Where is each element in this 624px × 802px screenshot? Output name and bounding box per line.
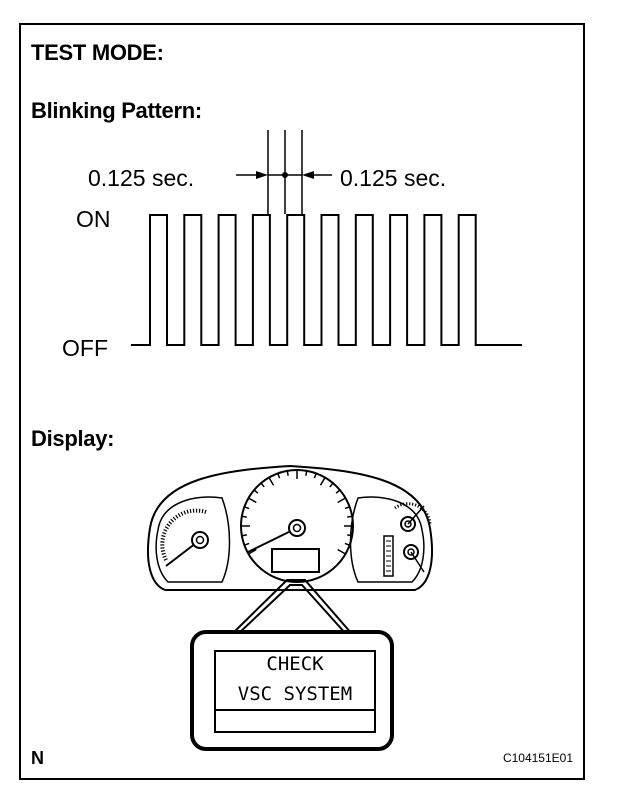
speedometer-tick xyxy=(335,489,341,494)
left-gauge xyxy=(160,508,209,567)
timing-dimension xyxy=(236,130,332,214)
speedometer-tick xyxy=(268,477,275,486)
display-heading: Display: xyxy=(31,426,115,451)
speedometer-tick xyxy=(241,515,247,518)
speedometer-tick xyxy=(347,534,353,537)
timing-left-label: 0.125 sec. xyxy=(88,165,194,191)
right-arrow-icon xyxy=(302,171,314,179)
speedometer-tick xyxy=(244,506,250,510)
speedometer-tick xyxy=(277,473,281,479)
callout-leader xyxy=(231,579,353,635)
figure-frame xyxy=(19,23,585,780)
speedometer-tick xyxy=(344,542,350,546)
speedometer-tick xyxy=(244,542,250,546)
display-line-check: CHECK xyxy=(266,653,324,675)
speedometer-tick xyxy=(305,470,308,476)
off-label: OFF xyxy=(62,335,108,361)
speedometer-tick xyxy=(253,489,259,494)
timing-center-dot xyxy=(282,172,288,178)
corner-label: N xyxy=(31,748,44,768)
timing-right-label: 0.125 sec. xyxy=(340,165,446,191)
figure-code: C104151E01 xyxy=(503,751,573,765)
speedometer-tick xyxy=(337,548,346,555)
callout-screen xyxy=(214,650,376,733)
speedometer-tick xyxy=(344,506,350,510)
blinking-pattern-heading: Blinking Pattern: xyxy=(31,98,202,123)
speedometer-tick xyxy=(286,470,289,476)
left-arrow-icon xyxy=(256,171,268,179)
multi-info-display xyxy=(271,548,320,573)
speedometer-tick xyxy=(329,482,334,488)
right-gauges xyxy=(383,502,432,577)
test-mode-heading: TEST MODE: xyxy=(31,40,164,65)
instrument-cluster xyxy=(146,464,434,591)
speedometer-tick xyxy=(347,515,353,518)
speedometer xyxy=(240,469,354,583)
speedometer-tick xyxy=(313,473,317,479)
speedometer-tick xyxy=(248,497,257,504)
on-label: ON xyxy=(76,206,111,232)
speedometer-tick xyxy=(241,534,247,537)
speedometer-tick xyxy=(337,497,346,504)
speedometer-tick xyxy=(319,477,326,486)
speedometer-tick xyxy=(248,548,257,555)
display-line-vsc-system: VSC SYSTEM xyxy=(238,683,352,705)
speedometer-tick xyxy=(260,482,265,488)
blinking-pattern-waveform xyxy=(131,214,522,346)
